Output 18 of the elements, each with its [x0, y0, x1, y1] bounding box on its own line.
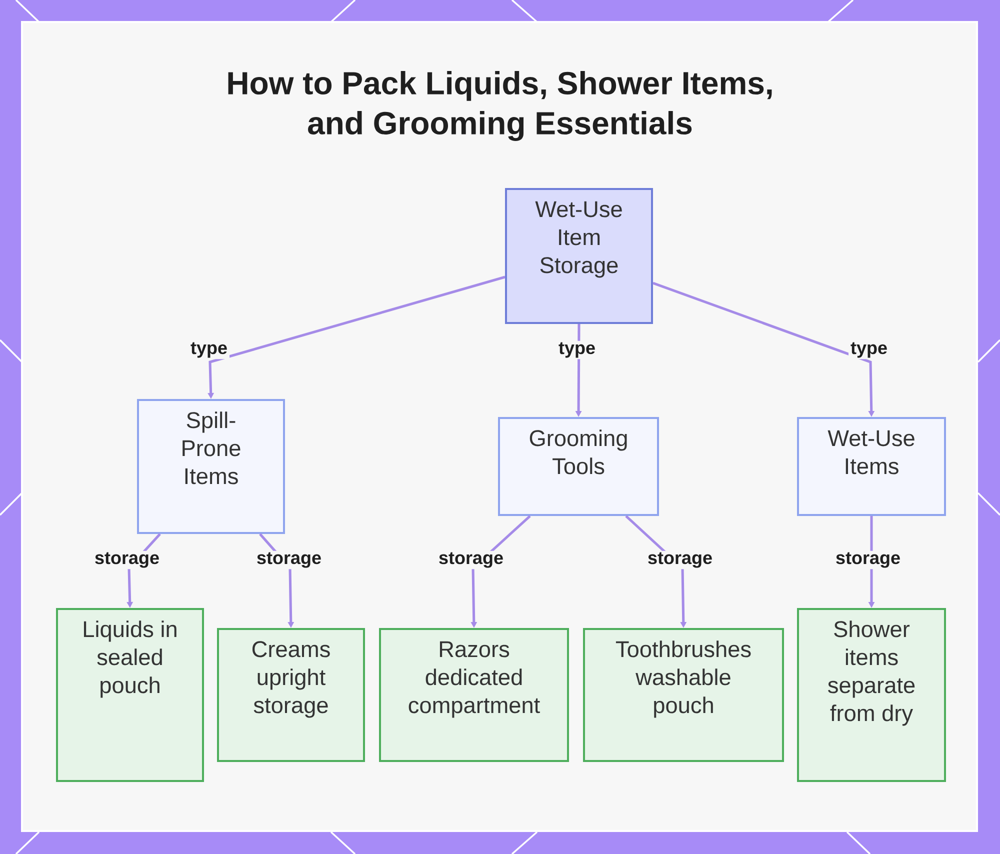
category-box: Grooming Tools	[498, 417, 659, 516]
edge-label: storage	[646, 550, 715, 570]
category-box: Spill-Prone Items	[137, 399, 285, 534]
storage-box: Shower items separate from dry	[797, 608, 946, 782]
topic-box: Wet-Use Item Storage	[505, 188, 653, 324]
edge-label: storage	[834, 550, 903, 570]
storage-box: Razors dedicated compartment	[379, 628, 569, 762]
storage-box: Liquids in sealed pouch	[56, 608, 204, 782]
edge-label: type	[188, 340, 230, 360]
edge-label: storage	[254, 550, 324, 570]
title: How to Pack Liquids, Shower Items, and Grooming Essentials	[228, 71, 772, 141]
edge-label: type	[556, 340, 598, 360]
edge-label: storage	[436, 550, 506, 570]
storage-box: Creams upright storage	[217, 628, 365, 762]
edge-label: storage	[92, 550, 162, 570]
edge-label: type	[848, 340, 890, 360]
category-box: Wet-Use Items	[797, 417, 946, 516]
storage-box: Toothbrushes washable pouch	[583, 628, 784, 762]
